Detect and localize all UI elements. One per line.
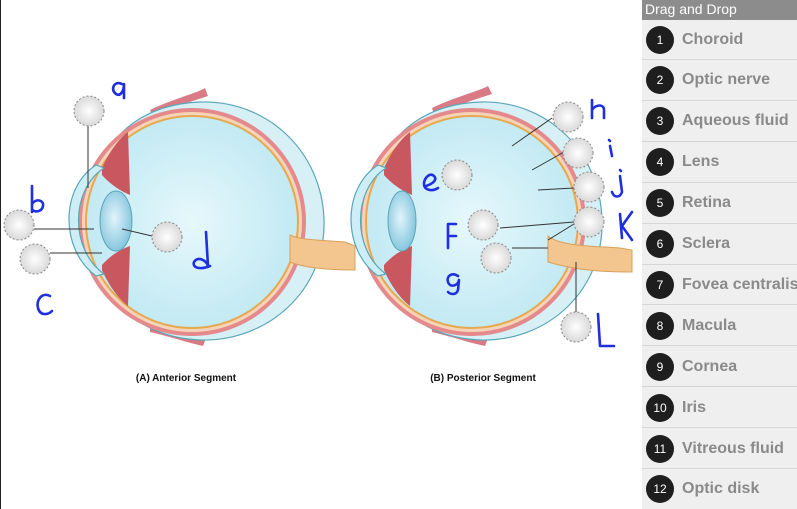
item-label: Sclera: [682, 235, 731, 252]
handwritten-f: [446, 222, 458, 250]
item-label: Cornea: [682, 357, 738, 375]
leader-h: [511, 117, 553, 147]
iris-top-b: [384, 132, 412, 195]
drag-item[interactable]: 4 Lens: [642, 143, 797, 183]
item-label: Macula: [682, 316, 737, 334]
drop-target-g[interactable]: [480, 242, 512, 274]
item-label: Optic disk: [682, 480, 760, 498]
handwritten-e: [422, 173, 440, 192]
leader-j: [537, 187, 575, 191]
item-number-badge: 1: [646, 25, 674, 54]
drag-item[interactable]: 9 Cornea: [642, 347, 797, 388]
drop-target-e[interactable]: [441, 159, 473, 191]
item-number-badge: 5: [646, 189, 674, 218]
cornea-a: [68, 164, 106, 277]
handwritten-l: [596, 312, 616, 348]
retina-ring: [85, 115, 299, 329]
handwritten-annotations: [30, 81, 634, 348]
handwritten-g: [446, 273, 461, 296]
item-label: Fovea centralis: [682, 275, 797, 293]
lens-b: [387, 190, 417, 252]
item-label: Retina: [682, 194, 731, 212]
drop-target-b[interactable]: [3, 209, 35, 241]
item-number-badge: 7: [646, 270, 674, 299]
eye-anterior: (A) Anterior Segment: [3, 88, 356, 384]
drag-item[interactable]: 11 Vitreous fluid: [642, 429, 797, 469]
handwritten-h: [590, 98, 606, 120]
drag-item[interactable]: 1 Choroid: [642, 20, 797, 60]
handwritten-i: [607, 138, 614, 158]
item-label: Lens: [682, 153, 720, 171]
item-number-badge: 11: [646, 434, 674, 463]
leader-k1: [499, 221, 575, 229]
iris-top: [102, 132, 130, 195]
item-label: Aqueous fluid: [682, 112, 789, 130]
panel-header: Drag and Drop: [642, 0, 797, 20]
drag-item[interactable]: 3 Aqueous fluid: [642, 102, 797, 142]
drop-target-h[interactable]: [552, 101, 584, 133]
drop-target-a[interactable]: [73, 95, 105, 127]
item-number-badge: 3: [646, 107, 674, 136]
leader-k2: [547, 223, 575, 241]
item-label: Optic nerve: [682, 71, 771, 89]
eye-posterior: (B) Posterior Segment: [350, 86, 633, 384]
drag-item[interactable]: 7 Fovea centralis: [642, 265, 797, 306]
drop-target-d[interactable]: [151, 221, 183, 253]
handwritten-d: [192, 230, 212, 270]
drop-target-l[interactable]: [560, 311, 592, 343]
item-number-badge: 6: [646, 230, 674, 258]
drag-item[interactable]: 8 Macula: [642, 306, 797, 347]
item-number-badge: 8: [646, 311, 674, 340]
item-number-badge: 2: [646, 66, 674, 95]
handwritten-k: [618, 210, 634, 242]
handwritten-j: [610, 168, 624, 198]
item-number-badge: 12: [646, 475, 674, 504]
iris-bottom-b: [384, 246, 412, 306]
item-label: Iris: [682, 398, 707, 416]
drop-target-i[interactable]: [562, 137, 594, 169]
drop-target-c[interactable]: [19, 243, 51, 275]
drag-item[interactable]: 12 Optic disk: [642, 470, 797, 509]
item-number-badge: 4: [646, 148, 674, 177]
drag-item[interactable]: 10 Iris: [642, 388, 797, 429]
item-label: Vitreous fluid: [682, 439, 784, 457]
item-number-badge: 10: [646, 393, 674, 422]
lens-a: [99, 190, 133, 252]
frame-border: [0, 0, 1, 509]
leader-d: [121, 228, 153, 237]
eye-diagram: (A) Anterior Segment (B) Posterior Segme…: [3, 81, 634, 384]
drop-target-f[interactable]: [467, 209, 499, 241]
cornea-b: [350, 164, 388, 277]
drag-item[interactable]: 2 Optic nerve: [642, 61, 797, 101]
handwritten-c: [36, 293, 54, 316]
caption-anterior: (A) Anterior Segment: [136, 373, 237, 384]
item-label: Choroid: [682, 30, 744, 48]
iris-bottom: [102, 246, 130, 306]
drag-drop-panel: Drag and Drop 1 Choroid 2 Optic nerve 3 Aqueo…: [642, 0, 797, 509]
drop-target-k[interactable]: [573, 206, 605, 238]
item-number-badge: 9: [646, 352, 674, 381]
optic-nerve-a: [289, 234, 356, 271]
leader-i: [531, 151, 565, 171]
drop-target-j[interactable]: [573, 171, 605, 203]
drag-item[interactable]: 5 Retina: [642, 184, 797, 224]
optic-nerve-b: [547, 234, 633, 273]
drag-item[interactable]: 6 Sclera: [642, 225, 797, 265]
caption-posterior: (B) Posterior Segment: [430, 373, 536, 384]
handwritten-b: [30, 184, 45, 214]
handwritten-a: [111, 81, 126, 100]
